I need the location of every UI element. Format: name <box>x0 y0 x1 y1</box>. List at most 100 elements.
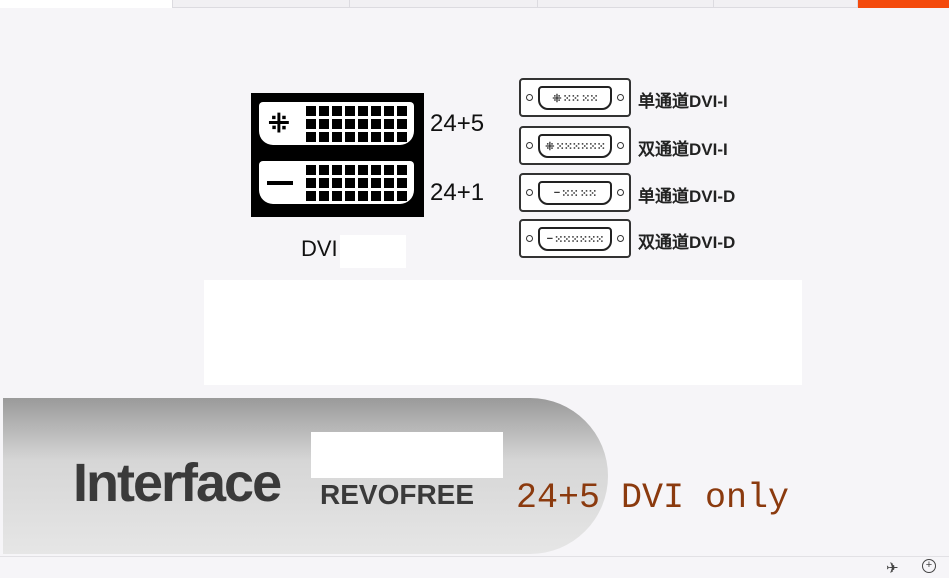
banner-brand: REVOFREE <box>320 479 475 510</box>
connector-3: − ⁙⁙ ⁙⁙ <box>519 173 631 212</box>
pin <box>371 106 381 116</box>
pin <box>306 178 316 188</box>
screw-hole-icon <box>526 142 533 149</box>
pin <box>384 119 394 129</box>
pin <box>345 191 355 201</box>
pin <box>397 106 407 116</box>
screw-hole-icon <box>617 235 624 242</box>
connector-face: ⁜ ⁙⁙ ⁙⁙ <box>538 86 612 110</box>
tab-bar <box>0 0 949 8</box>
zoom-in-icon[interactable]: + <box>922 559 936 573</box>
tab-1[interactable] <box>0 0 173 8</box>
pin-label-24-1: 24+1 <box>430 179 485 206</box>
dvi-d-slot <box>259 161 414 204</box>
pin <box>306 165 316 175</box>
pin-icon[interactable]: ✈ <box>886 560 899 577</box>
pin <box>384 165 394 175</box>
pins: ⁙⁙⁙⁙⁙⁙ <box>554 233 604 246</box>
connector-face: ⁜ ⁙⁙⁙⁙⁙⁙ <box>538 134 612 158</box>
pin <box>319 106 329 116</box>
connector-face: − ⁙⁙ ⁙⁙ <box>538 181 612 205</box>
pin <box>397 132 407 142</box>
pin <box>358 132 368 142</box>
dvi-label: DVI <box>301 236 338 261</box>
pin <box>319 165 329 175</box>
status-bar: ✈ + <box>0 556 949 578</box>
left-mark: ⁜ <box>552 92 561 105</box>
pin <box>332 132 342 142</box>
tab-4[interactable] <box>538 0 714 8</box>
connector-4: − ⁙⁙⁙⁙⁙⁙ <box>519 219 631 258</box>
pin <box>332 165 342 175</box>
connector-label: 双通道DVI-I <box>638 140 728 159</box>
dvi-i-slot: ⁜ <box>259 102 414 145</box>
left-mark: ⁜ <box>545 140 554 153</box>
pin <box>345 119 355 129</box>
pin <box>384 132 394 142</box>
pin <box>358 165 368 175</box>
pin <box>345 106 355 116</box>
pins: ⁙⁙⁙⁙⁙⁙ <box>555 140 605 153</box>
screw-hole-icon <box>617 189 624 196</box>
tab-active-accent[interactable] <box>858 0 949 8</box>
pin <box>345 165 355 175</box>
connector-label: 双通道DVI-D <box>638 233 736 252</box>
pin <box>358 178 368 188</box>
connector-label: 单通道DVI-D <box>638 187 736 206</box>
screw-hole-icon <box>526 94 533 101</box>
pin <box>319 132 329 142</box>
tab-2[interactable] <box>173 0 350 8</box>
pin <box>345 132 355 142</box>
pin <box>345 178 355 188</box>
pin <box>371 191 381 201</box>
screw-hole-icon <box>617 142 624 149</box>
connector-2: ⁜ ⁙⁙⁙⁙⁙⁙ <box>519 126 631 165</box>
ground-blade-icon <box>267 181 293 185</box>
pin <box>306 106 316 116</box>
pin <box>358 106 368 116</box>
pin <box>319 119 329 129</box>
screw-hole-icon <box>526 189 533 196</box>
interface-banner <box>3 398 608 554</box>
pin <box>384 191 394 201</box>
pin <box>397 165 407 175</box>
pin <box>384 106 394 116</box>
redacted-box <box>311 432 503 478</box>
annotation-note: 24+5 DVI only <box>516 478 790 518</box>
blank-panel <box>204 280 802 385</box>
screw-hole-icon <box>526 235 533 242</box>
redacted-box <box>340 235 406 268</box>
left-mark: − <box>553 187 561 199</box>
pin <box>397 191 407 201</box>
pin <box>319 191 329 201</box>
pin <box>371 119 381 129</box>
tab-3[interactable] <box>350 0 538 8</box>
pin <box>332 106 342 116</box>
pin <box>306 132 316 142</box>
pin <box>371 165 381 175</box>
connector-1: ⁜ ⁙⁙ ⁙⁙ <box>519 78 631 117</box>
screw-hole-icon <box>617 94 624 101</box>
tab-5[interactable] <box>714 0 858 8</box>
pin-label-24-5: 24+5 <box>430 110 485 137</box>
left-mark: − <box>546 233 554 245</box>
pin <box>358 191 368 201</box>
banner-title: Interface <box>73 453 282 513</box>
pin <box>397 119 407 129</box>
pins: ⁙⁙ ⁙⁙ <box>562 92 599 105</box>
analog-pins-icon: ⁜ <box>268 108 290 138</box>
pin <box>332 119 342 129</box>
pin <box>332 191 342 201</box>
connector-label: 单通道DVI-I <box>638 92 728 111</box>
pin <box>358 119 368 129</box>
pin <box>332 178 342 188</box>
pin <box>306 191 316 201</box>
pins: ⁙⁙ ⁙⁙ <box>561 187 597 200</box>
pin <box>306 119 316 129</box>
pin <box>397 178 407 188</box>
pin <box>384 178 394 188</box>
connector-face: − ⁙⁙⁙⁙⁙⁙ <box>538 227 612 251</box>
pin <box>319 178 329 188</box>
pin <box>371 132 381 142</box>
dvi-connector-diagram: ⁜ <box>251 93 424 217</box>
